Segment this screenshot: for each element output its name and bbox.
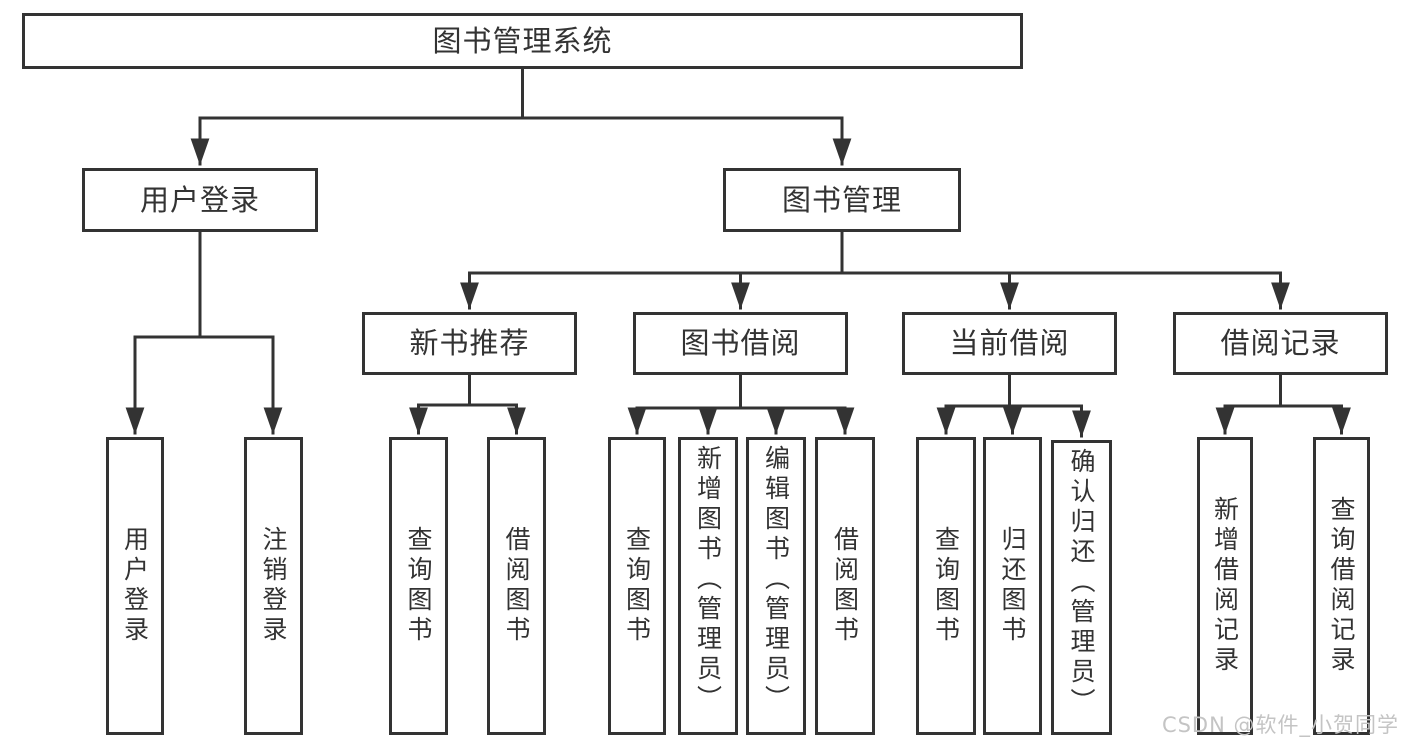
leaf-query-books-current: 查询图书 — [916, 437, 976, 735]
leaf-query-books-borrow: 查询图书 — [608, 437, 666, 735]
leaf-add-books-admin: 新增图书（管理员） — [678, 437, 738, 735]
node-new-book-recommend: 新书推荐 — [362, 312, 577, 375]
leaf-borrow-books-recommend: 借阅图书 — [487, 437, 546, 735]
connector-book-borrow — [627, 373, 855, 435]
connector-new-book-recommend — [409, 373, 526, 435]
leaf-borrow-books: 借阅图书 — [815, 437, 875, 735]
leaf-return-books: 归还图书 — [983, 437, 1042, 735]
node-library-management-system: 图书管理系统 — [22, 13, 1023, 69]
connector-current-borrow — [936, 373, 1091, 438]
node-book-management: 图书管理 — [723, 168, 961, 232]
connector-borrow-records — [1215, 373, 1351, 435]
leaf-query-books-recommend: 查询图书 — [389, 437, 448, 735]
node-current-borrow: 当前借阅 — [902, 312, 1117, 375]
leaf-query-borrow-record: 查询借阅记录 — [1313, 437, 1370, 735]
connector-root — [190, 67, 852, 166]
leaf-logout: 注销登录 — [244, 437, 303, 735]
connector-user-login — [125, 230, 283, 435]
leaf-edit-books-admin: 编辑图书（管理员） — [746, 437, 806, 735]
watermark: CSDN @软件_小贺同学 — [1161, 713, 1399, 737]
connector-book-management — [460, 230, 1290, 310]
node-borrow-records: 借阅记录 — [1173, 312, 1388, 375]
leaf-confirm-return-admin: 确认归还（管理员） — [1051, 440, 1112, 735]
leaf-user-login: 用户登录 — [106, 437, 164, 735]
node-book-borrow: 图书借阅 — [633, 312, 848, 375]
node-user-login: 用户登录 — [82, 168, 318, 232]
leaf-add-borrow-record: 新增借阅记录 — [1197, 437, 1253, 735]
